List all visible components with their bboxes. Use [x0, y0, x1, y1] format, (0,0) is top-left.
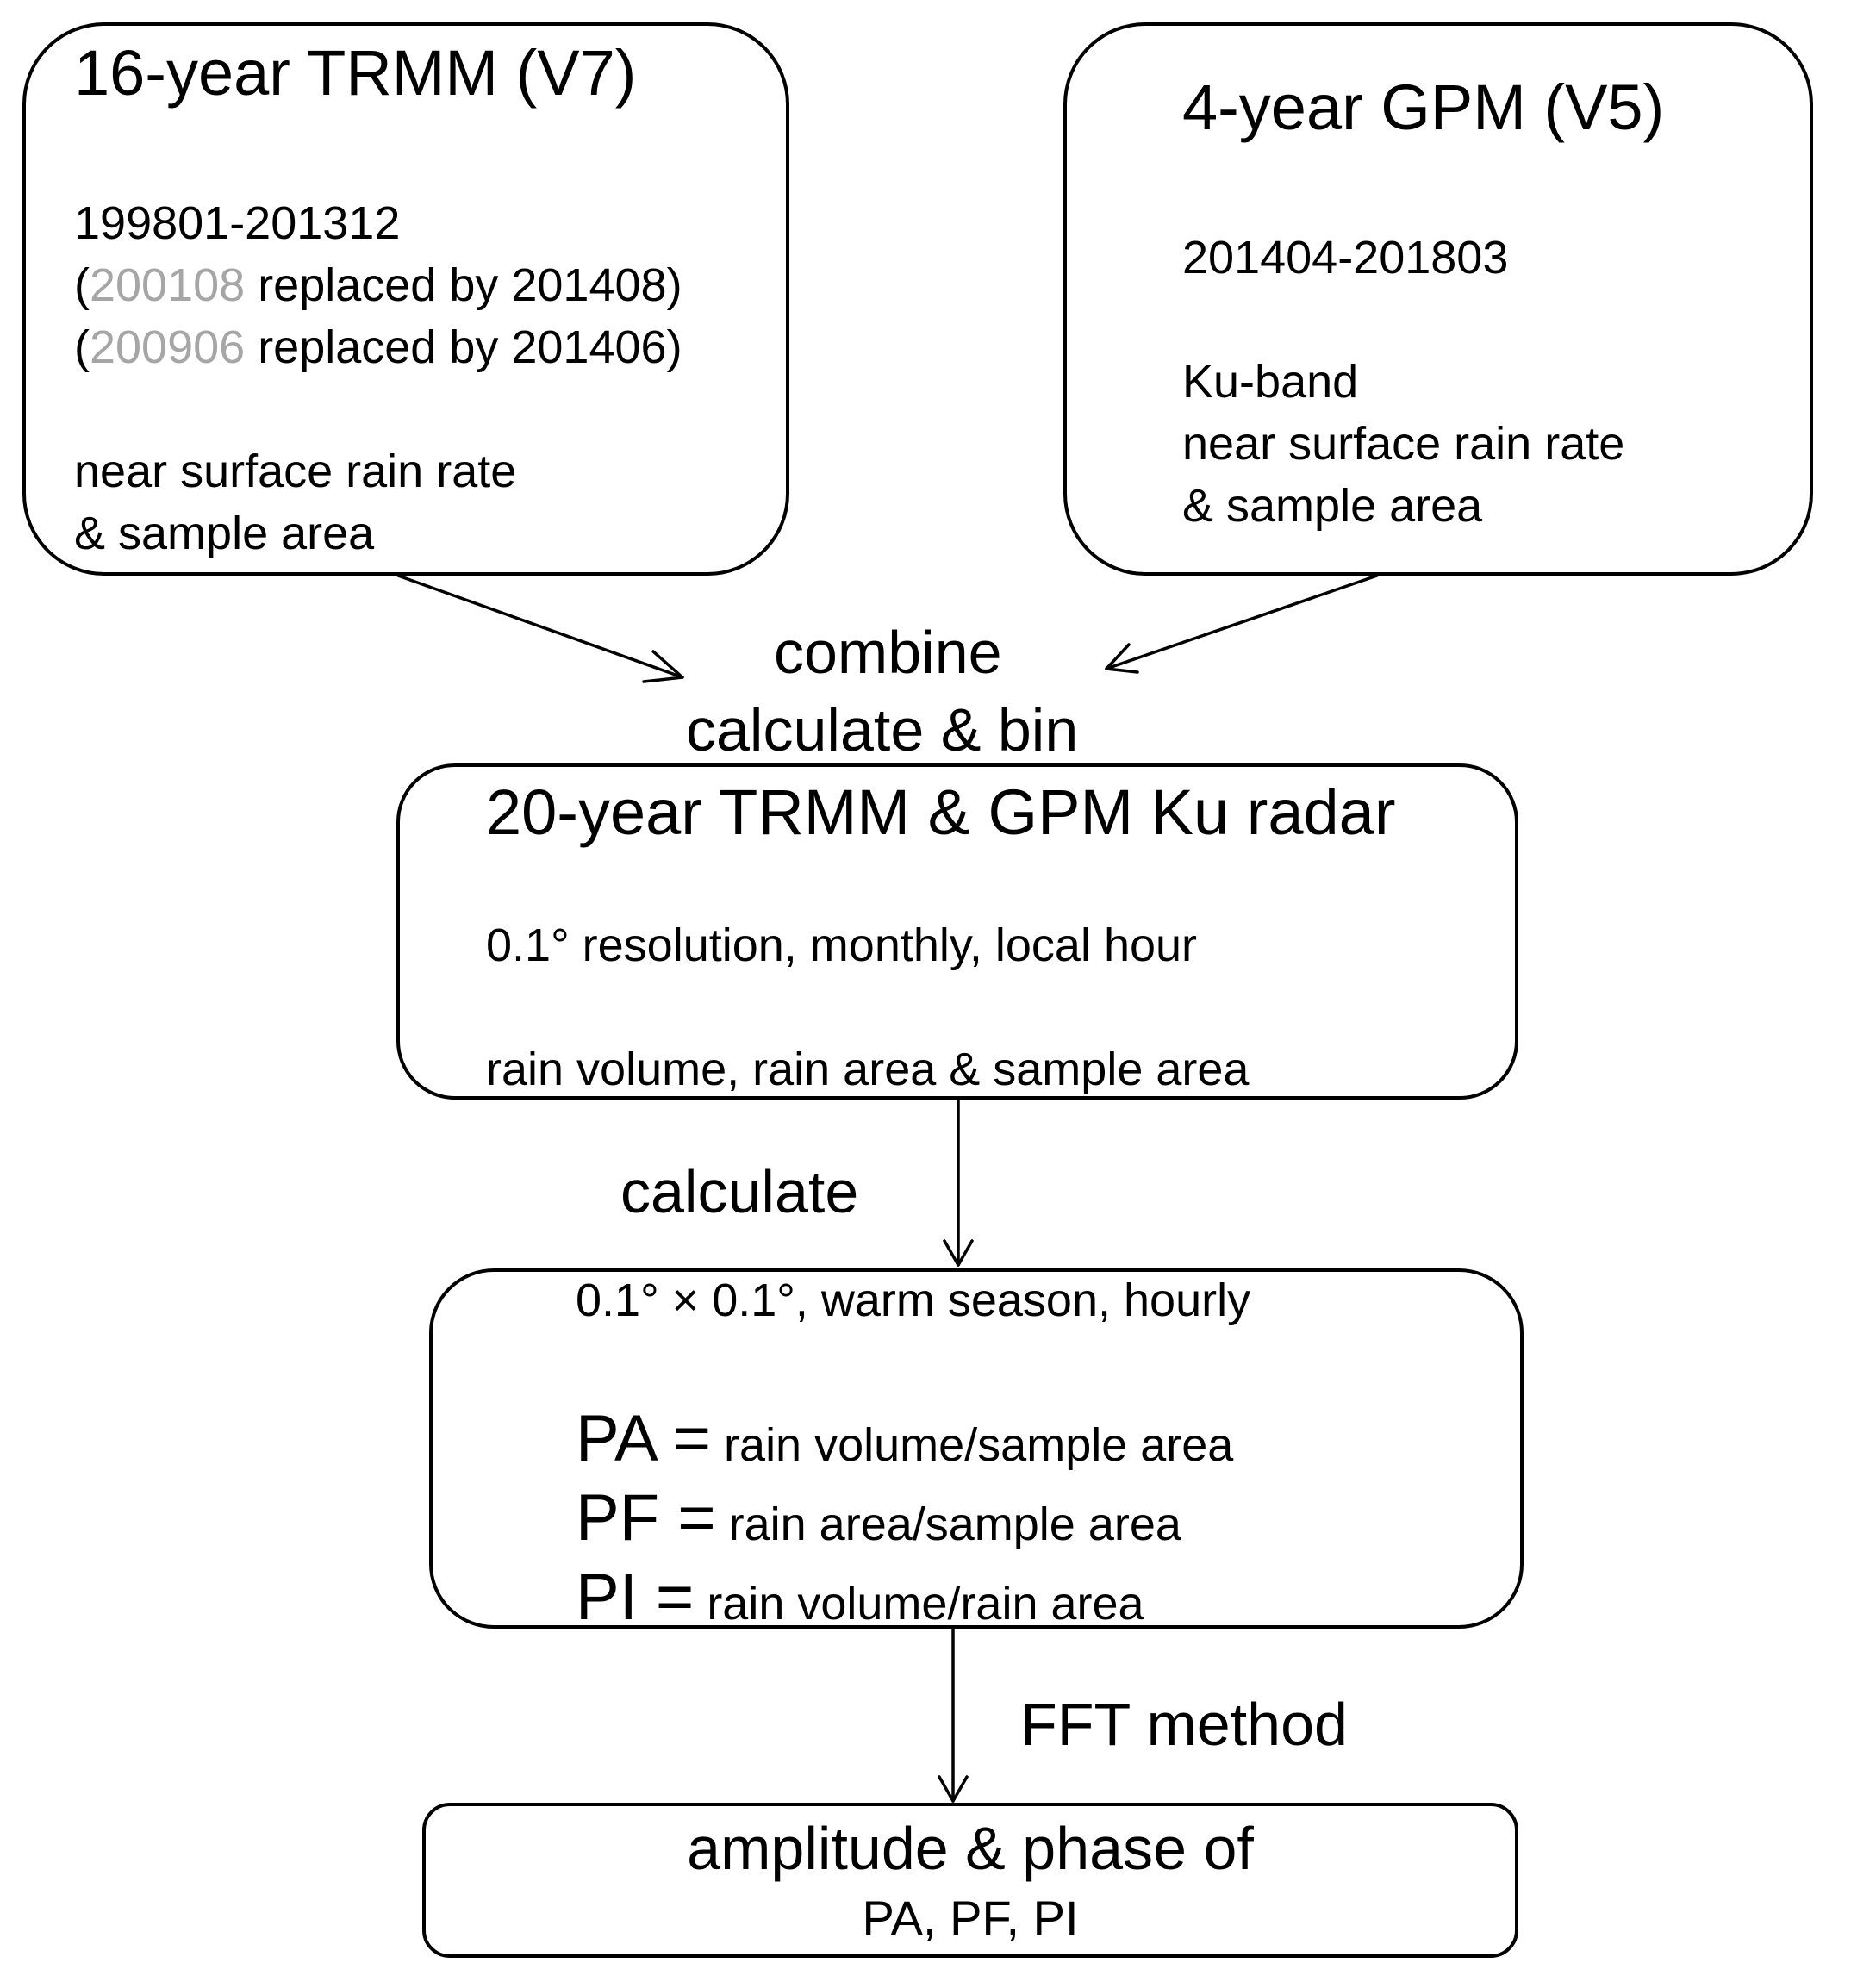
pa-definition: PA = rain volume/sample area — [576, 1406, 1233, 1472]
trmm-replacement-1: (200108 replaced by 201408) — [74, 262, 682, 308]
calculate-bin-label: calculate & bin — [686, 696, 1079, 763]
pa-formula: rain volume/sample area — [711, 1419, 1234, 1471]
pa-name: PA = — [576, 1402, 712, 1475]
replaced-month: 200906 — [89, 321, 246, 373]
replacement-text: replaced by 201406) — [245, 321, 682, 373]
gpm-period: 201404-201803 — [1182, 232, 1509, 284]
paren-open: ( — [74, 321, 90, 373]
fft-method-label: FFT method — [1020, 1691, 1348, 1758]
combined-box — [396, 763, 1518, 1100]
arrow-trmm-to-combine — [396, 574, 684, 683]
trmm-variable-2: & sample area — [74, 508, 375, 559]
combined-resolution: 0.1° resolution, monthly, local hour — [486, 919, 1198, 971]
trmm-replacement-2: (200906 replaced by 201406) — [74, 324, 682, 371]
indices-grid: 0.1° × 0.1°, warm season, hourly — [576, 1274, 1251, 1326]
pi-definition: PI = rain volume/rain area — [576, 1565, 1144, 1630]
gpm-title: 4-year GPM (V5) — [1182, 72, 1665, 143]
paren-open: ( — [74, 259, 90, 311]
output-box — [422, 1803, 1518, 1958]
pf-definition: PF = rain area/sample area — [576, 1486, 1181, 1551]
gpm-box — [1063, 22, 1813, 576]
pi-formula: rain volume/rain area — [694, 1578, 1144, 1630]
replacement-text: replaced by 201408) — [245, 259, 682, 311]
output-line-1: amplitude & phase of — [687, 1815, 1254, 1882]
gpm-variable-1: near surface rain rate — [1182, 418, 1625, 470]
trmm-title: 16-year TRMM (V7) — [74, 37, 637, 109]
calculate-label: calculate — [620, 1158, 859, 1225]
arrow-indices-to-output — [938, 1627, 969, 1803]
gpm-variable-2: & sample area — [1182, 480, 1483, 532]
pf-name: PF = — [576, 1481, 716, 1555]
pi-name: PI = — [576, 1561, 695, 1634]
trmm-box — [22, 22, 789, 576]
trmm-variable-1: near surface rain rate — [74, 446, 517, 497]
arrow-gpm-to-combine — [1105, 574, 1379, 674]
combine-label: combine — [774, 619, 1002, 686]
gpm-band: Ku-band — [1182, 356, 1359, 408]
trmm-period: 199801-201312 — [74, 197, 401, 249]
pf-formula: rain area/sample area — [715, 1499, 1181, 1550]
replaced-month: 200108 — [89, 259, 246, 311]
combined-title: 20-year TRMM & GPM Ku radar — [486, 776, 1396, 848]
arrow-combined-to-indices — [943, 1098, 974, 1267]
output-line-2: PA, PF, PI — [862, 1891, 1079, 1945]
combined-variables: rain volume, rain area & sample area — [486, 1044, 1250, 1095]
indices-box — [429, 1268, 1524, 1629]
